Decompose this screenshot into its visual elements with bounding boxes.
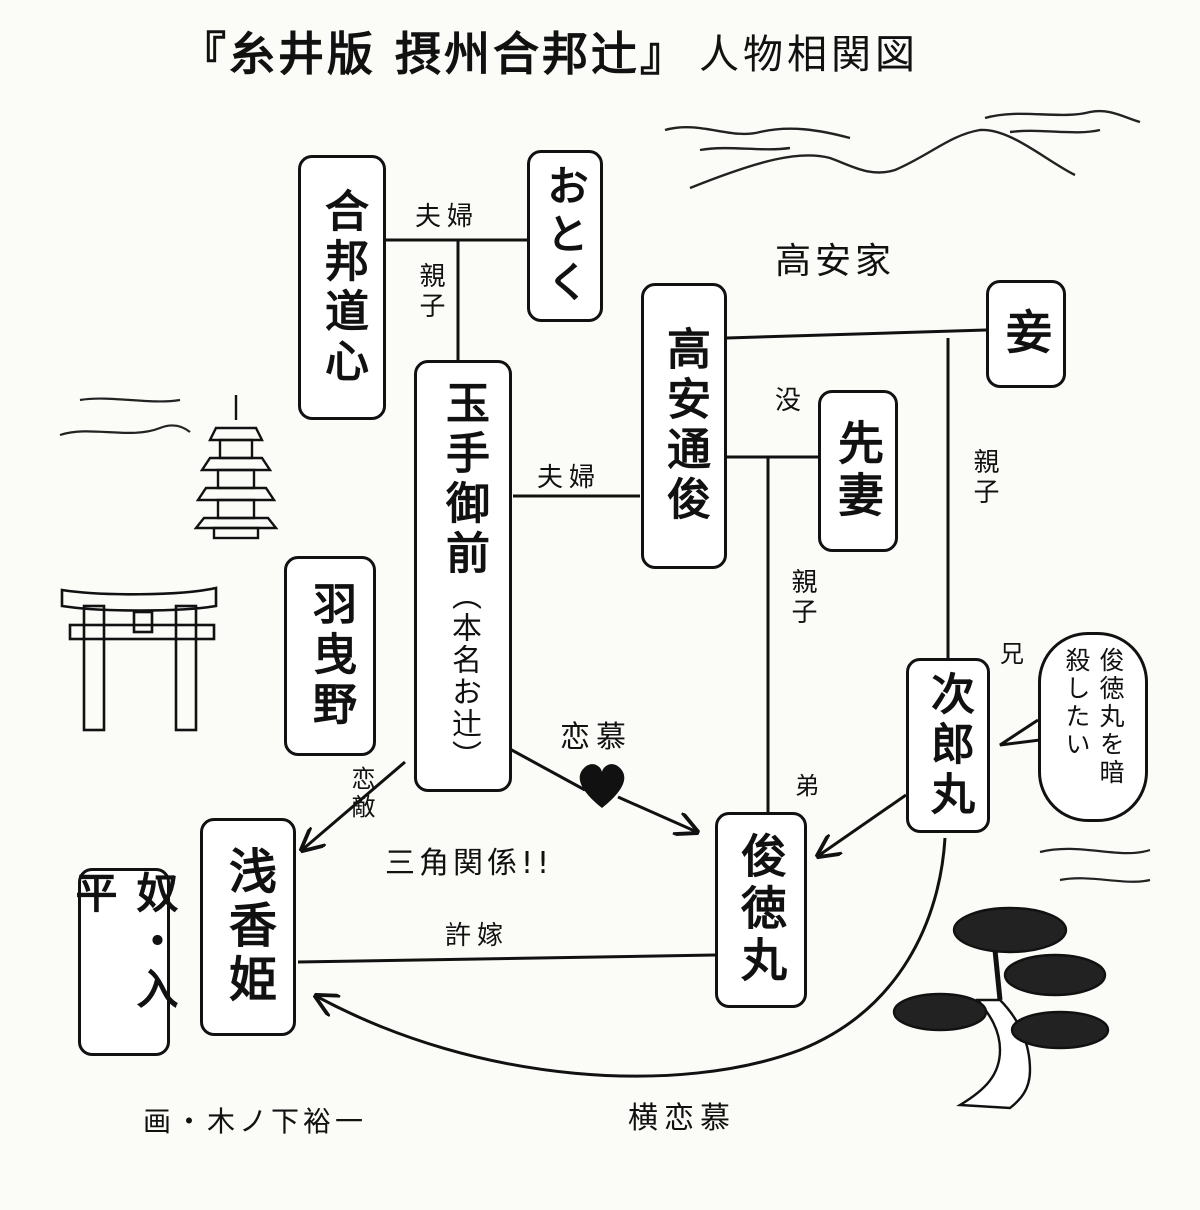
character-name: 先妻 — [831, 419, 885, 523]
character-name: 羽曳野 — [305, 581, 356, 731]
pagoda-icon — [193, 395, 279, 540]
character-name: 妾 — [999, 308, 1053, 360]
character-asaka-hime: 浅香姫 — [200, 818, 296, 1036]
character-name: おとく — [540, 164, 590, 308]
cloud-decoration-left — [59, 397, 1151, 883]
title-main: 『糸井版 摂州合邦辻』 — [180, 27, 690, 81]
label-renbo: 恋慕 — [560, 720, 632, 755]
speech-bubble-jiroh: 俊徳丸を暗殺したい — [1038, 632, 1148, 822]
mountain-cloud-decoration — [664, 109, 1141, 190]
character-name: 俊徳丸 — [734, 832, 788, 988]
label-oyako-gappo-tamate: 親子 — [415, 262, 445, 322]
credit-illustrator: 画・木ノ下裕一 — [143, 1105, 368, 1138]
character-name: 合邦道心 — [317, 187, 368, 388]
label-takayasu-family: 高安家 — [775, 241, 896, 282]
label-oyako-mekake-jiroh: 親子 — [969, 448, 999, 508]
relation-lines — [298, 238, 1041, 1078]
label-fuufu-gappo-otoku: 夫婦 — [415, 202, 480, 232]
label-ani: 兄 — [1000, 640, 1024, 668]
character-name: 奴・入平 — [69, 871, 179, 1015]
label-fuufu-tamate-michitoshi: 夫婦 — [537, 463, 602, 493]
label-iinazuke: 許嫁 — [445, 921, 510, 951]
pine-tree-icon — [892, 906, 1110, 1110]
character-tamate-gozen: 玉手御前 （本名お辻） — [414, 360, 512, 792]
character-jirohmaru: 次郎丸 — [906, 658, 990, 833]
character-shuntokumaru: 俊徳丸 — [715, 812, 807, 1008]
character-takayasu-michitoshi: 高安通俊 — [641, 283, 727, 569]
character-yakko-irihei: 奴・入平 — [69, 868, 179, 1056]
label-rental-enemy: 恋敵 — [347, 766, 375, 822]
label-otouto: 弟 — [795, 772, 819, 800]
character-mekake: 妾 — [986, 280, 1066, 388]
title-sub: 人物相関図 — [699, 32, 920, 78]
character-name: 浅香姫 — [220, 846, 276, 1008]
speech-bubble-text: 俊徳丸を暗殺したい — [1062, 647, 1125, 787]
character-name: 玉手御前 — [438, 380, 489, 580]
heart-icon — [579, 764, 625, 808]
label-yokorenbo: 横恋慕 — [628, 1101, 736, 1136]
character-otoku: おとく — [527, 150, 603, 322]
character-name: 高安通俊 — [659, 326, 710, 526]
character-gappo-doshin: 合邦道心 — [298, 155, 386, 420]
label-oyako-michitoshi-shuntoku: 親子 — [787, 568, 817, 628]
torii-gate-icon — [60, 586, 218, 732]
character-hagaino: 羽曳野 — [284, 556, 376, 756]
label-sankaku-kankei: 三角関係!! — [385, 846, 554, 881]
character-senzai: 先妻 — [818, 390, 898, 552]
diagram-title: 『糸井版 摂州合邦辻』 人物相関図 — [180, 16, 1040, 86]
character-name: 次郎丸 — [923, 670, 974, 821]
character-note: （本名お辻） — [446, 580, 481, 772]
label-botsu: 没 — [775, 386, 802, 416]
